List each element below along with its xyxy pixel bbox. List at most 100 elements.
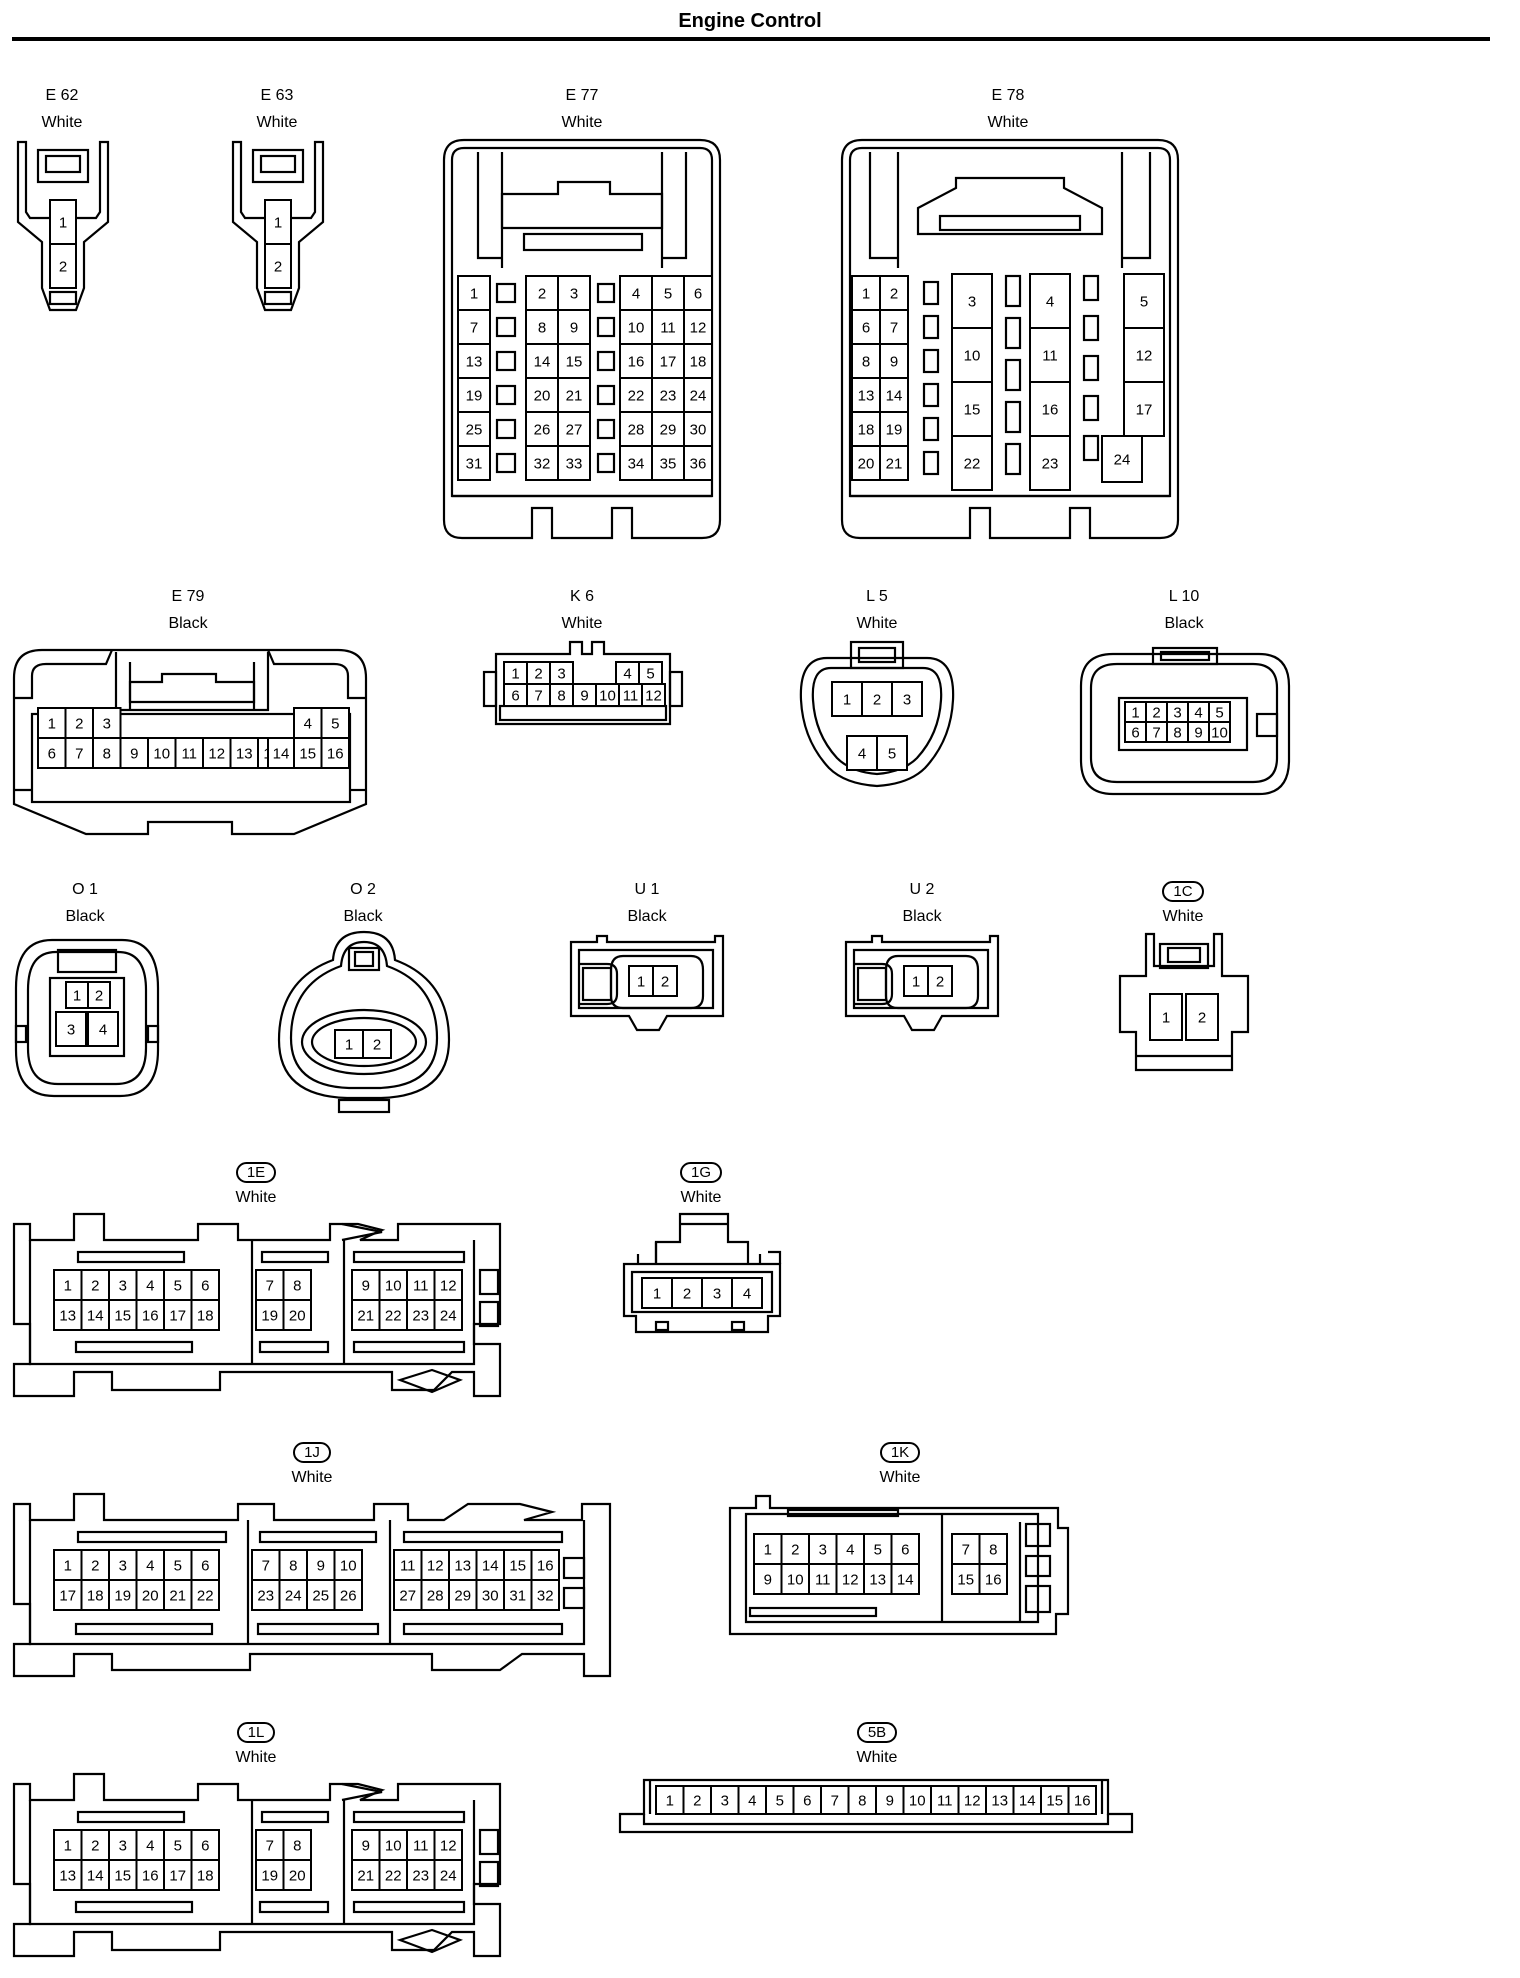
lock-bar bbox=[352, 1250, 466, 1264]
lock-bar bbox=[258, 1530, 378, 1544]
pin-number: 2 bbox=[1198, 1010, 1206, 1027]
connector-code: E 77 bbox=[565, 87, 599, 104]
pin-number: 12 bbox=[964, 1793, 981, 1810]
pin-cavity bbox=[930, 1785, 960, 1815]
pin-number: 2 bbox=[59, 259, 67, 276]
housing-outline bbox=[844, 934, 1000, 1032]
keyway bbox=[1024, 1584, 1052, 1614]
housing-outline bbox=[44, 154, 82, 174]
pin-number: 26 bbox=[340, 1588, 357, 1605]
housing-outline bbox=[1118, 932, 1250, 1072]
pin-number: 14 bbox=[87, 1868, 104, 1885]
keyway bbox=[1024, 1522, 1052, 1548]
pin-number: 4 bbox=[623, 666, 631, 683]
pin-number: 16 bbox=[1042, 402, 1059, 419]
pin-number: 14 bbox=[886, 388, 903, 405]
pin-number: 10 bbox=[153, 746, 170, 763]
housing-outline bbox=[609, 954, 705, 1010]
housing-outline bbox=[14, 1024, 28, 1044]
lock-bar bbox=[402, 1530, 564, 1544]
housing-outline bbox=[14, 938, 160, 1098]
pin-number: 9 bbox=[570, 320, 578, 337]
housing-outline bbox=[56, 948, 118, 974]
housing-outline bbox=[856, 966, 888, 1002]
pin-number: 7 bbox=[962, 1542, 970, 1559]
connector-color: White bbox=[256, 114, 298, 131]
keyway bbox=[478, 1268, 500, 1296]
pin-number: 2 bbox=[890, 286, 898, 303]
housing-outline bbox=[12, 1492, 612, 1678]
pin-number: 14 bbox=[897, 1572, 914, 1589]
pin-cavity bbox=[503, 1549, 533, 1581]
pin-number: 21 bbox=[169, 1588, 186, 1605]
connector-color: Black bbox=[343, 908, 383, 925]
pin-number: 2 bbox=[91, 1558, 99, 1575]
housing-outline bbox=[1089, 662, 1279, 784]
pin-number: 5 bbox=[174, 1558, 182, 1575]
pin-number: 2 bbox=[91, 1838, 99, 1855]
housing-outline bbox=[442, 138, 722, 540]
connector-code: O 2 bbox=[350, 881, 376, 898]
pin-number: 7 bbox=[831, 1793, 839, 1810]
keyway bbox=[495, 350, 517, 372]
lock-bar bbox=[74, 1340, 194, 1354]
pin-cavity bbox=[135, 1859, 165, 1891]
pin-number: 1 bbox=[653, 1286, 661, 1303]
pin-cavity bbox=[652, 965, 678, 997]
keyway bbox=[596, 384, 616, 406]
pin-number: 8 bbox=[858, 1793, 866, 1810]
housing-outline bbox=[146, 1024, 160, 1044]
connector-color: White bbox=[856, 1749, 898, 1766]
pin-number: 3 bbox=[903, 692, 911, 709]
housing-outline bbox=[16, 140, 110, 312]
lock-bar bbox=[76, 1530, 228, 1544]
housing-outline bbox=[630, 1270, 774, 1314]
pin-cavity bbox=[37, 737, 67, 769]
pin-number: 3 bbox=[103, 716, 111, 733]
pin-cavity bbox=[190, 1579, 220, 1611]
pin-cavity bbox=[879, 445, 909, 481]
pin-number: 9 bbox=[362, 1278, 370, 1295]
connector-color: Black bbox=[1164, 615, 1204, 632]
connector-code: O 1 bbox=[72, 881, 98, 898]
keyway bbox=[922, 382, 940, 408]
pin-number: 10 bbox=[787, 1572, 804, 1589]
keyway bbox=[562, 1586, 586, 1610]
pin-number: 10 bbox=[385, 1278, 402, 1295]
pin-number: 22 bbox=[197, 1588, 214, 1605]
keyway bbox=[922, 314, 940, 340]
pin-number: 8 bbox=[538, 320, 546, 337]
keyway bbox=[596, 282, 616, 304]
pin-number: 13 bbox=[236, 746, 253, 763]
pin-number: 11 bbox=[1042, 348, 1058, 365]
pin-cavity bbox=[1029, 435, 1071, 491]
keyway bbox=[1004, 316, 1022, 350]
pin-number: 23 bbox=[660, 388, 677, 405]
pin-number: 5 bbox=[1215, 705, 1223, 722]
pin-number: 3 bbox=[713, 1286, 721, 1303]
pin-number: 12 bbox=[842, 1572, 859, 1589]
pin-number: 24 bbox=[1114, 452, 1131, 469]
pin-number: 7 bbox=[266, 1838, 274, 1855]
pin-number: 16 bbox=[628, 354, 645, 371]
pin-cavity bbox=[503, 1579, 533, 1611]
pin-cavity bbox=[619, 343, 653, 379]
lock-bar bbox=[74, 1622, 214, 1636]
pin-cavity bbox=[163, 1829, 193, 1861]
pin-cavity bbox=[393, 1579, 423, 1611]
pin-cavity bbox=[108, 1299, 138, 1331]
pin-number: 10 bbox=[628, 320, 645, 337]
pin-number: 1 bbox=[345, 1037, 353, 1054]
connector-code: U 1 bbox=[634, 881, 660, 898]
housing-outline bbox=[310, 1016, 418, 1068]
pin-number: 11 bbox=[660, 320, 676, 337]
pin-number: 18 bbox=[87, 1588, 104, 1605]
pin-number: 32 bbox=[534, 456, 551, 473]
housing-outline bbox=[498, 704, 668, 722]
pin-cavity bbox=[530, 1579, 560, 1611]
pin-number: 21 bbox=[886, 456, 903, 473]
lock-bar bbox=[352, 1340, 466, 1354]
pin-number: 6 bbox=[803, 1793, 811, 1810]
pin-number: 6 bbox=[201, 1838, 209, 1855]
